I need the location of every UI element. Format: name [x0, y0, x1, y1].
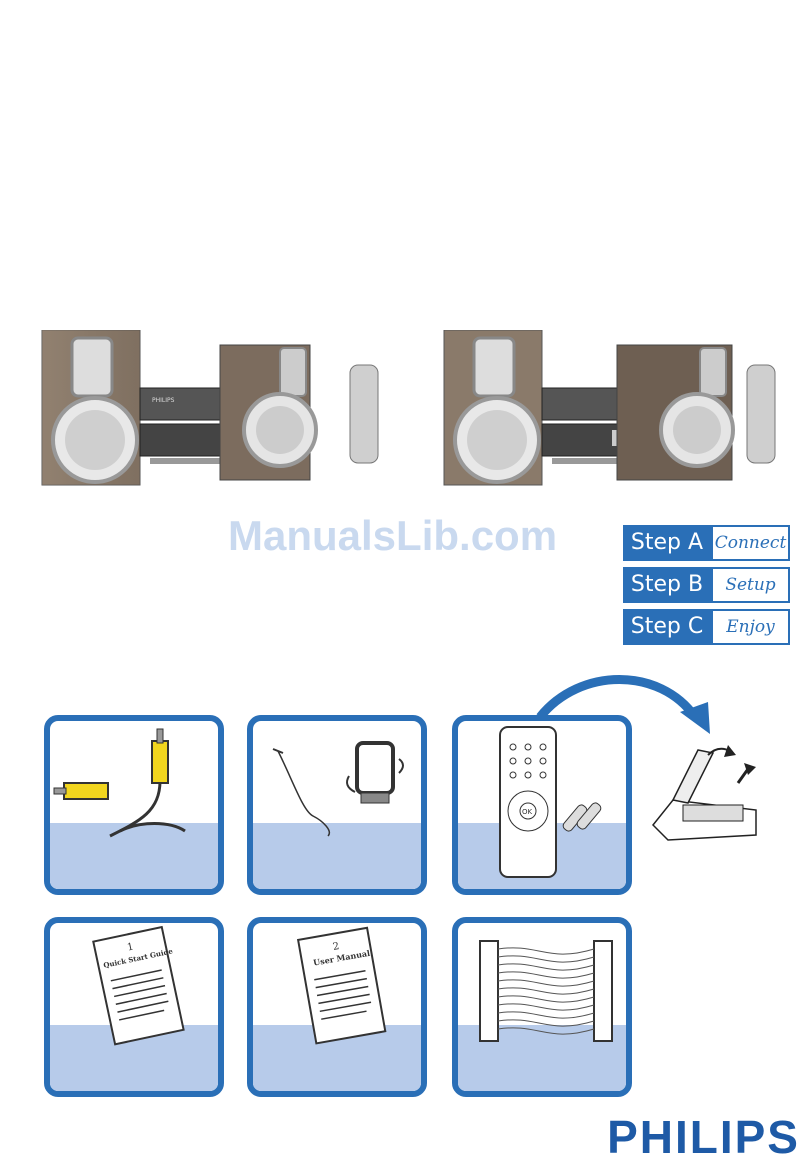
- speaker-cable-icon: [479, 940, 613, 1042]
- step-a-action: Connect: [711, 525, 790, 561]
- panel-user-manual: 2 User Manual: [247, 917, 427, 1097]
- philips-logo: PHILIPS: [607, 1111, 800, 1163]
- step-a-label: Step A: [623, 525, 711, 561]
- product-photo-left: PHILIPS: [41, 330, 379, 486]
- video-cable-icon: [53, 728, 186, 838]
- watermark: ManualsLib.com: [228, 512, 558, 559]
- panel-speaker-cable: [452, 917, 632, 1097]
- panel-video-cable: [44, 715, 224, 895]
- step-b: Step B Setup: [623, 567, 790, 603]
- qsg-number: 1: [126, 941, 135, 953]
- panel-fill: [50, 823, 218, 889]
- panel-antennas: [247, 715, 427, 895]
- panel-quick-start-guide: 1 Quick Start Guide: [44, 917, 224, 1097]
- battery-compartment-illustration: [651, 745, 757, 841]
- remote-control-icon: OK: [499, 726, 602, 878]
- step-a: Step A Connect: [623, 525, 790, 561]
- user-manual-icon: 2 User Manual: [296, 926, 387, 1045]
- device-logo: PHILIPS: [152, 397, 175, 404]
- panel-remote-batteries: OK: [452, 715, 632, 895]
- quick-start-guide-icon: 1 Quick Start Guide: [92, 925, 185, 1046]
- curved-arrow-icon: [536, 675, 710, 734]
- step-c-label: Step C: [623, 609, 711, 645]
- panel-fill: [253, 823, 421, 889]
- step-b-label: Step B: [623, 567, 711, 603]
- step-b-action: Setup: [711, 567, 790, 603]
- remote-ok-label: OK: [522, 808, 533, 816]
- step-c: Step C Enjoy: [623, 609, 790, 645]
- step-c-action: Enjoy: [711, 609, 790, 645]
- antenna-icon: [272, 741, 404, 837]
- um-number: 2: [332, 941, 340, 953]
- product-photo-right: [443, 330, 776, 486]
